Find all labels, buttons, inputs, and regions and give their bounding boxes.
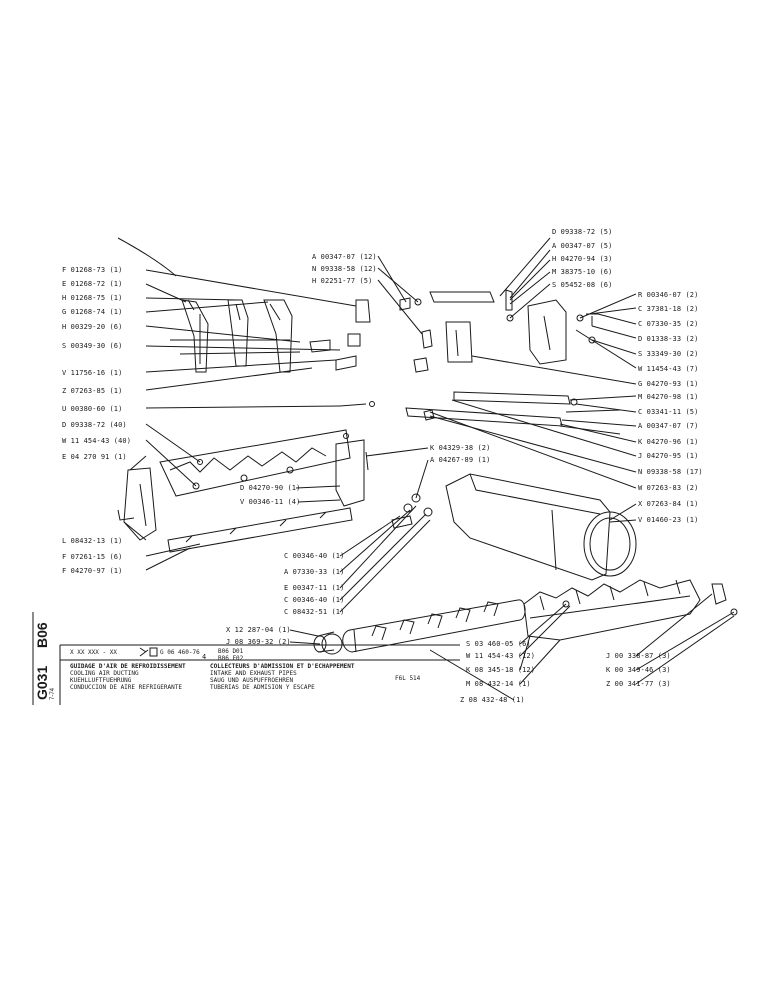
figure-code: F6L 514: [395, 675, 421, 682]
part-label: A 00347-07 (7): [638, 422, 699, 430]
part-label: W 11 454-43 (40): [62, 437, 132, 445]
part-label: H 01268-75 (1): [62, 294, 123, 302]
part-label: K 08 345-18 (12): [466, 666, 536, 674]
part-label: A 07330-33 (1): [284, 568, 345, 576]
sheet-code-1: B06: [34, 622, 50, 648]
variant-code-2: B06 F02: [218, 655, 244, 662]
part-label: N 09338-58 (12): [312, 265, 377, 273]
part-label: U 00380-60 (1): [62, 405, 123, 413]
part-label: E 04 270 91 (1): [62, 453, 127, 461]
variant-code-1: B06 D01: [218, 648, 244, 655]
part-label: R 00346-07 (2): [638, 291, 699, 299]
part-label: M 04270-98 (1): [638, 393, 699, 401]
part-label: L 08432-13 (1): [62, 537, 123, 545]
part-label: H 00329-20 (6): [62, 323, 123, 331]
part-label: D 01338-33 (2): [638, 335, 699, 343]
part-label: V 11756-16 (1): [62, 369, 123, 377]
page-number: 4: [202, 653, 207, 661]
part-label: E 00347-11 (1): [284, 584, 345, 592]
part-label: C 37381-18 (2): [638, 305, 699, 313]
part-label: Z 08 432-48 (1): [460, 696, 525, 704]
title-en-right: INTAKE AND EXHAUST PIPES: [210, 670, 297, 677]
title-es-right: TUBERIAS DE ADMISION Y ESCAPE: [210, 684, 315, 691]
part-label: J 08 369-32 (2): [226, 638, 291, 646]
part-label: H 04270-94 (3): [552, 255, 613, 263]
part-label: X 12 287-04 (1): [226, 626, 291, 634]
header-left-code: X XX XXX - XX: [70, 649, 117, 656]
part-label: N 09338-58 (17): [638, 468, 703, 476]
part-label: S 03 460-05 (6): [466, 640, 531, 648]
air-guide-sheets: [170, 299, 301, 373]
title-fr-right: COLLECTEURS D'ADMISSION ET D'ECHAPPEMENT: [210, 663, 355, 670]
part-label: V 00346-11 (4): [240, 498, 301, 506]
part-label: G 01268-74 (1): [62, 308, 123, 316]
part-label: M 38375-10 (6): [552, 268, 613, 276]
part-label: C 03341-11 (5): [638, 408, 699, 416]
part-label: C 07330-35 (2): [638, 320, 699, 328]
part-label: S 00349-30 (6): [62, 342, 123, 350]
part-label: D 09338-72 (5): [552, 228, 613, 236]
part-label: K 00 349-46 (3): [606, 666, 671, 674]
part-label: X 07263-84 (1): [638, 500, 699, 508]
part-label: A 00347-07 (12): [312, 253, 377, 261]
part-label: V 01460-23 (1): [638, 516, 699, 524]
part-label: K 04270-96 (1): [638, 438, 699, 446]
part-label: C 00346-40 (1): [284, 552, 345, 560]
part-label: C 08432-51 (1): [284, 608, 345, 616]
sheet-date: 7-74: [50, 687, 56, 700]
part-label: J 00 338-87 (3): [606, 652, 671, 660]
title-de-left: KUEHLLUFTFUEHRUNG: [70, 677, 132, 684]
part-label: M 08 432-14 (1): [466, 680, 531, 688]
header-reference: G 06 460-76: [160, 649, 200, 656]
sheet-code-2: G031: [34, 665, 50, 700]
title-es-left: CONDUCCION DE AIRE REFRIGERANTE: [70, 684, 182, 691]
part-label: J 04270-95 (1): [638, 452, 699, 460]
part-label: Z 00 341-77 (3): [606, 680, 671, 688]
part-label: Z 07263-85 (1): [62, 387, 123, 395]
title-de-right: SAUG UND AUSPUFFROEHREN: [210, 677, 294, 684]
part-label: C 00346-40 (1): [284, 596, 345, 604]
part-label: W 07263-83 (2): [638, 484, 699, 492]
part-label: G 04270-93 (1): [638, 380, 699, 388]
part-label: W 11 454-43 (12): [466, 652, 536, 660]
part-label: D 09338-72 (40): [62, 421, 127, 429]
part-label: W 11454-43 (7): [638, 365, 699, 373]
part-label: A 04267-89 (1): [430, 456, 491, 464]
title-en-left: COOLING AIR DUCTING: [70, 670, 139, 677]
part-label: F 01268-73 (1): [62, 266, 123, 274]
part-label: S 33349-30 (2): [638, 350, 699, 358]
part-label: S 05452-08 (6): [552, 281, 613, 289]
part-label: E 01268-72 (1): [62, 280, 123, 288]
part-label: K 04329-38 (2): [430, 444, 491, 452]
part-label: D 04270-90 (1): [240, 484, 301, 492]
title-fr-left: GUIDAGE D'AIR DE REFROIDISSEMENT: [70, 663, 186, 670]
part-label: H 02251-77 (5): [312, 277, 373, 285]
part-label: F 04270-97 (1): [62, 567, 123, 575]
part-label: A 00347-07 (5): [552, 242, 613, 250]
part-label: F 07261-15 (6): [62, 553, 123, 561]
